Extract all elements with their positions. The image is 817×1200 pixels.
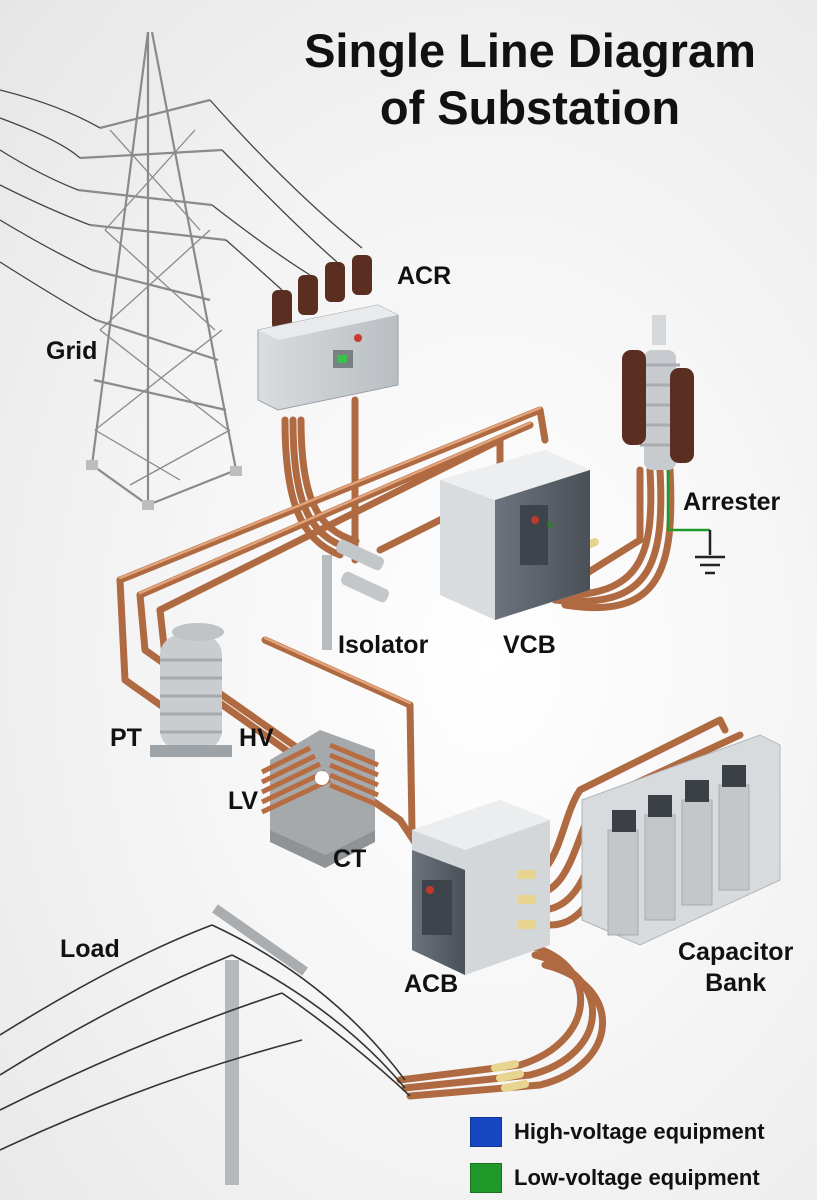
potential-transformer	[150, 623, 232, 757]
load-pole	[0, 904, 411, 1185]
acb-breaker	[412, 800, 550, 975]
legend-item-high-voltage: High-voltage equipment	[470, 1117, 765, 1147]
legend: High-voltage equipment Low-voltage equip…	[470, 1117, 765, 1200]
label-ct: CT	[333, 845, 367, 873]
title-line-2: of Substation	[379, 81, 681, 134]
acr-recloser	[257, 255, 399, 411]
label-capacitor-bank-line-1: Capacitor	[678, 938, 794, 966]
label-isolator: Isolator	[338, 631, 429, 659]
legend-label-high-voltage: High-voltage equipment	[514, 1119, 765, 1144]
title-line-1: Single Line Diagram	[304, 24, 756, 77]
label-vcb: VCB	[503, 631, 556, 659]
label-acb: ACB	[404, 970, 459, 998]
current-transformer	[260, 730, 379, 868]
label-load: Load	[60, 935, 120, 963]
isolator-switch	[322, 539, 389, 650]
lightning-arrester	[622, 315, 725, 575]
legend-swatch-low-voltage	[470, 1163, 502, 1193]
label-pt: PT	[110, 724, 142, 752]
capacitor-bank	[581, 734, 781, 946]
label-grid: Grid	[46, 337, 98, 365]
legend-swatch-high-voltage	[470, 1117, 502, 1147]
page-title: Single Line Diagram of Substation	[230, 22, 817, 136]
label-lv: LV	[228, 787, 259, 815]
label-capacitor-bank-line-2: Bank	[705, 969, 767, 997]
legend-item-low-voltage: Low-voltage equipment	[470, 1163, 765, 1193]
vcb-breaker	[440, 450, 590, 620]
transmission-tower	[77, 31, 242, 510]
label-acr: ACR	[397, 262, 452, 290]
legend-label-low-voltage: Low-voltage equipment	[514, 1165, 760, 1190]
grid-wires	[0, 89, 363, 321]
label-capacitor-bank: Capacitor Bank	[678, 937, 793, 999]
label-arrester: Arrester	[683, 488, 781, 516]
label-hv: HV	[239, 724, 274, 752]
